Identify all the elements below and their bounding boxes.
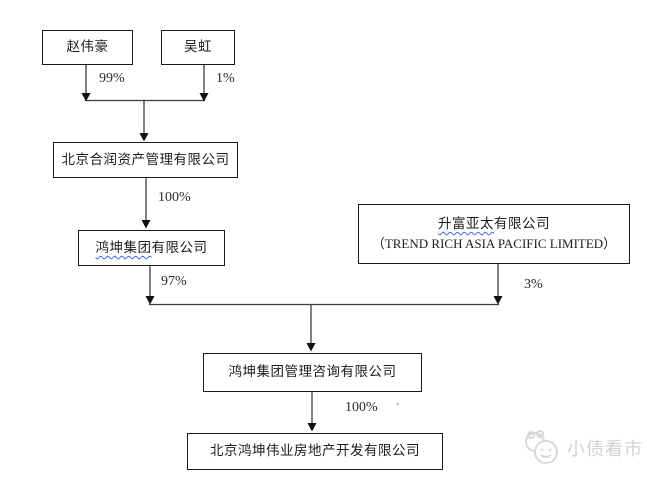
ownership-label-100pct-consulting: 100% xyxy=(345,400,378,415)
arrowheads xyxy=(81,93,503,432)
node-label-cn: 升富亚太有限公司 xyxy=(438,214,550,234)
watermark-text: 小债看市 xyxy=(567,439,643,459)
node-label-underlined: 鸿坤集团 xyxy=(95,239,152,255)
node-label-rest: 有限公司 xyxy=(151,239,208,255)
connector-lines xyxy=(85,65,499,424)
ownership-label-99pct: 99% xyxy=(99,71,125,86)
node-label: 北京鸿坤伟业房地产开发有限公司 xyxy=(210,443,420,459)
node-label-underlined: 升富亚太 xyxy=(438,216,494,232)
node-beijing-herun: 北京合润资产管理有限公司 xyxy=(53,142,238,178)
node-label-en: （TREND RICH ASIA PACIFIC LIMITED） xyxy=(371,236,617,252)
ownership-label-97pct: 97% xyxy=(161,274,187,289)
node-label-rest: 有限公司 xyxy=(494,216,550,232)
stray-mark: ’ xyxy=(396,402,400,413)
node-wu-hong: 吴虹 xyxy=(161,30,235,65)
node-hongkun-group: 鸿坤集团有限公司 xyxy=(78,230,225,266)
node-trend-rich-asia: 升富亚太有限公司 （TREND RICH ASIA PACIFIC LIMITE… xyxy=(358,204,630,264)
node-zhao-weihao: 赵伟豪 xyxy=(42,30,133,65)
watermark: 小债看市 xyxy=(522,429,643,467)
panda-logo-icon xyxy=(525,430,558,464)
node-label: 鸿坤集团有限公司 xyxy=(96,238,208,258)
node-hongkun-consulting: 鸿坤集团管理咨询有限公司 xyxy=(203,353,422,392)
ownership-label-3pct: 3% xyxy=(524,277,543,292)
node-label: 吴虹 xyxy=(184,39,212,55)
node-label: 北京合润资产管理有限公司 xyxy=(61,151,230,167)
node-label: 鸿坤集团管理咨询有限公司 xyxy=(228,364,397,380)
node-beijing-hongkun-weiye: 北京鸿坤伟业房地产开发有限公司 xyxy=(187,433,443,470)
ownership-label-1pct: 1% xyxy=(216,71,235,86)
node-label: 赵伟豪 xyxy=(66,39,109,55)
ownership-label-100pct-herun: 100% xyxy=(158,190,191,205)
